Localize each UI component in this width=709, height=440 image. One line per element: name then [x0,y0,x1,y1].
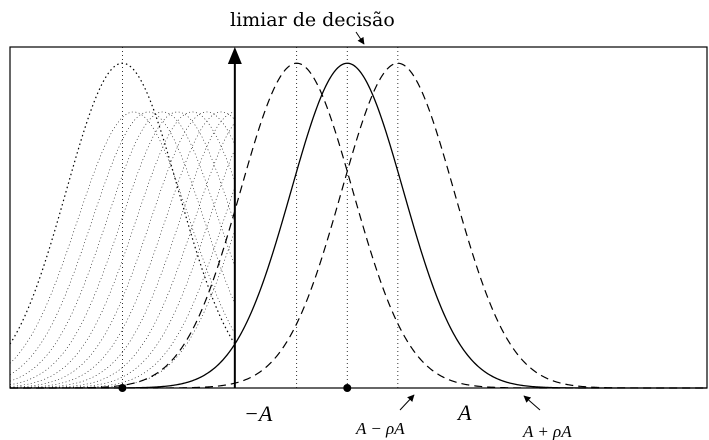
curve-solid-0 [10,62,707,389]
curve-dashed-2 [10,62,707,389]
threshold-label-arrow [355,31,365,45]
hatch-line-11 [10,230,236,389]
hatch-line-5 [9,111,236,388]
threshold-arrow-head [227,47,242,64]
label-A-minus-rhoA: A − ρA [355,419,405,438]
tail-hatch [9,111,236,389]
pointer-arrow-A-minus-rhoA [399,394,415,411]
curve-dashed-1 [10,62,707,389]
hatch-line-0 [9,111,236,364]
label-minus-A: −A [244,401,273,426]
plot-frame [9,46,708,389]
label-A-plus-rhoA: A + ρA [522,422,572,440]
marker-A [343,384,352,392]
pointer-arrow-A-plus-rhoA [523,395,541,411]
hatch-line-2 [9,111,236,382]
threshold-label: limiar de decisão [230,9,395,31]
hatch-line-8 [10,122,236,389]
hatch-line-7 [10,111,235,389]
hatch-line-10 [10,187,236,389]
curve-dotted-3 [9,62,236,345]
hatch-line-1 [9,111,236,375]
label-A: A [456,400,472,425]
hatch-line-6 [9,111,236,389]
dotted-guides [122,47,399,388]
curves [9,62,707,389]
hatch-line-4 [9,111,236,387]
marker-minus-A [118,384,127,392]
